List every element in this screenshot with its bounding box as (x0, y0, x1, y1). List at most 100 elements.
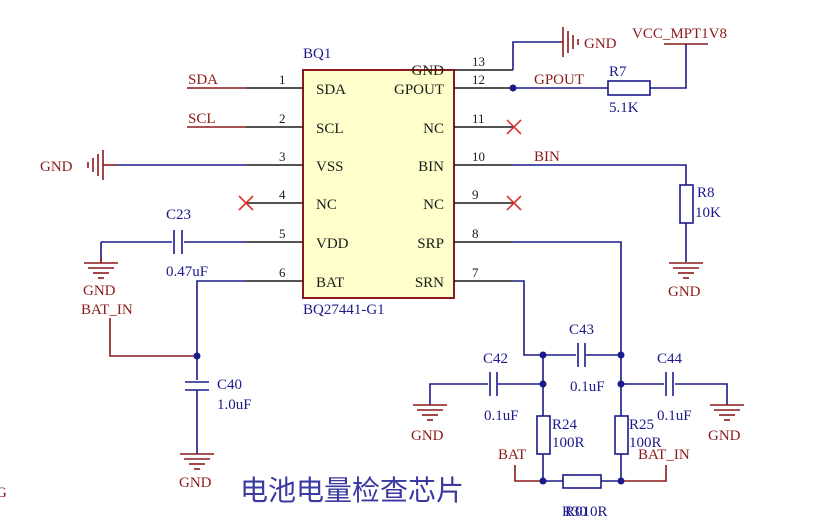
pin-name: SRP (417, 236, 444, 252)
net-label-gnd-pin13: GND (584, 36, 617, 52)
ground-symbol-c44 (710, 404, 744, 421)
c43-value: 0.1uF (570, 379, 605, 395)
r8-value: 10K (695, 205, 721, 221)
pin-number: 13 (472, 54, 485, 69)
net-label-gpout: GPOUT (534, 72, 584, 88)
c42-value: 0.1uF (484, 408, 519, 424)
pin-name: SDA (316, 82, 346, 98)
r30-ref: R30 (562, 504, 587, 519)
junction (617, 477, 625, 485)
srn-wire (513, 280, 576, 356)
net-label-sda: SDA (188, 72, 218, 88)
pin-name: GPOUT (394, 82, 444, 98)
ic-body[interactable] (302, 69, 455, 299)
pin-name: VSS (316, 159, 344, 175)
c43-ref: C43 (569, 322, 594, 338)
c23-value: 0.47uF (166, 264, 208, 280)
pin-number: 3 (279, 149, 286, 164)
c44-gnd-wire (675, 383, 728, 405)
resistor-r24[interactable] (536, 415, 551, 455)
junction (509, 84, 517, 92)
c44-value: 0.1uF (657, 408, 692, 424)
capacitor-c23[interactable] (173, 230, 183, 254)
bat-in-left-wire (109, 318, 197, 357)
net-label-gnd-r8: GND (668, 284, 701, 300)
pin-name: SCL (316, 121, 344, 137)
pin13-gnd-wire (512, 41, 560, 70)
bin-wire (513, 164, 687, 185)
resistor-r8[interactable] (679, 184, 694, 224)
pin-number: 8 (472, 226, 479, 241)
resistor-r30[interactable] (562, 474, 602, 489)
pin-number: 10 (472, 149, 485, 164)
bat-in-net-wire (621, 465, 667, 482)
net-label-gnd-c40: GND (179, 475, 212, 491)
junction (617, 351, 625, 359)
r7-ref: R7 (609, 64, 627, 80)
pin-number: 6 (279, 265, 286, 280)
pin-number: 1 (279, 72, 286, 87)
r24-value: 100R (552, 435, 585, 451)
ground-symbol-pin13 (560, 27, 579, 57)
resistor-r7[interactable] (607, 80, 651, 96)
bat-net-wire (514, 465, 543, 482)
pin-number: 12 (472, 72, 485, 87)
net-label-gnd-c42: GND (411, 428, 444, 444)
net-label-bat: BAT (498, 447, 526, 463)
r25-ref: R25 (629, 417, 654, 433)
nc-mark-pin11 (506, 119, 522, 135)
capacitor-c43[interactable] (577, 343, 586, 367)
net-label-fragment: G (0, 485, 7, 501)
junction (617, 380, 625, 388)
pin-name: NC (316, 197, 337, 213)
r7-value: 5.1K (609, 100, 639, 116)
net-label-gnd-c44: GND (708, 428, 741, 444)
pin-name: SRN (415, 275, 444, 291)
nc-mark-pin4 (238, 195, 254, 211)
pin-name: NC (423, 197, 444, 213)
c40-value: 1.0uF (217, 397, 252, 413)
ground-symbol-c40 (180, 453, 214, 470)
pin-name: VDD (316, 236, 349, 252)
schematic-title: 电池电量检查芯片 (240, 474, 464, 507)
pin-number: 9 (472, 187, 479, 202)
net-label-bin: BIN (534, 149, 560, 165)
net-label-gnd-c23: GND (83, 283, 116, 299)
bat-wire (196, 280, 246, 380)
pin-number: 11 (472, 111, 485, 126)
ic-part-number: BQ27441-G1 (303, 302, 385, 318)
c44-ref: C44 (657, 351, 683, 367)
pin-number: 4 (279, 187, 286, 202)
net-label-bat-in-right: BAT_IN (638, 447, 690, 463)
capacitor-c44[interactable] (665, 372, 674, 396)
ic-designator: BQ1 (303, 46, 331, 62)
ground-symbol-c42 (413, 404, 447, 421)
pin-number: 5 (279, 226, 286, 241)
pin-number: 7 (472, 265, 479, 280)
r8-ref: R8 (697, 185, 715, 201)
capacitor-c40[interactable] (185, 381, 209, 391)
r25-value: 100R (629, 435, 662, 451)
pin-name: BIN (418, 159, 444, 175)
ground-symbol-r8 (669, 262, 703, 279)
ground-symbol-vss (87, 150, 116, 180)
c42-ref: C42 (483, 351, 508, 367)
pin-name: GND (412, 63, 445, 79)
junction (539, 477, 547, 485)
srp-wire (513, 241, 622, 416)
ground-symbol-c23 (84, 258, 118, 279)
pin-number: 2 (279, 111, 286, 126)
nc-mark-pin9 (506, 195, 522, 211)
net-label-vcc: VCC_MPT1V8 (632, 26, 727, 42)
r7-vcc-wire (650, 44, 687, 89)
c40-ref: C40 (217, 377, 242, 393)
junction (193, 352, 201, 360)
net-label-gnd-vss: GND (40, 159, 73, 175)
r24-ref: R24 (552, 417, 578, 433)
resistor-r25[interactable] (614, 415, 629, 455)
c23-ref: C23 (166, 207, 191, 223)
capacitor-c42[interactable] (489, 372, 498, 396)
net-label-bat-in-left: BAT_IN (81, 302, 133, 318)
r30-value: R010R (565, 504, 608, 519)
